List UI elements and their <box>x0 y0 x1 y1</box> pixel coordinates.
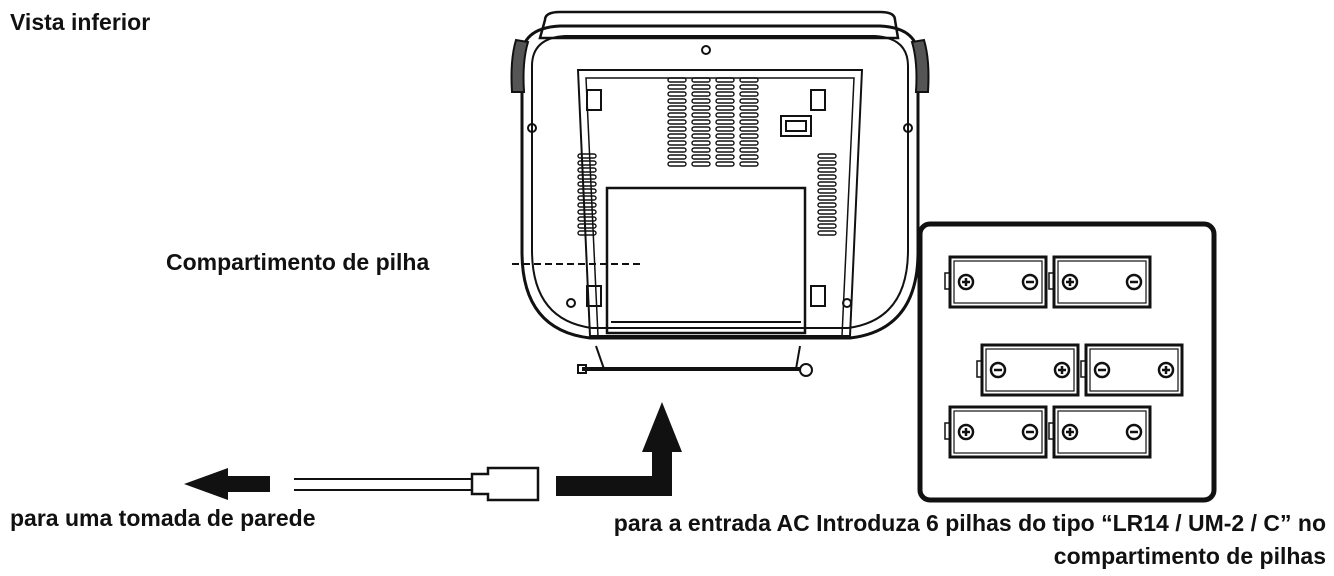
arrow-left-icon <box>184 468 270 500</box>
antenna-icon <box>577 345 813 377</box>
battery-compartment-illustration <box>917 221 1217 503</box>
page-title: Vista inferior <box>10 9 151 35</box>
battery-icon <box>976 343 1080 397</box>
battery-icon <box>944 255 1048 309</box>
battery-icon <box>1080 343 1184 397</box>
instruction-label: para a entrada AC Introduza 6 pilhas do … <box>613 510 1326 569</box>
battery-icon <box>1048 405 1152 459</box>
compartment-label: Compartimento de pilha <box>166 249 430 275</box>
wall-outlet-label: para uma tomada de parede <box>10 505 316 531</box>
battery-icon <box>944 405 1048 459</box>
device-bottom-icon <box>510 10 930 340</box>
arrow-up-icon <box>556 402 682 496</box>
battery-icon <box>1048 255 1152 309</box>
power-cord-icon <box>294 466 540 502</box>
vent-grille <box>577 77 837 236</box>
